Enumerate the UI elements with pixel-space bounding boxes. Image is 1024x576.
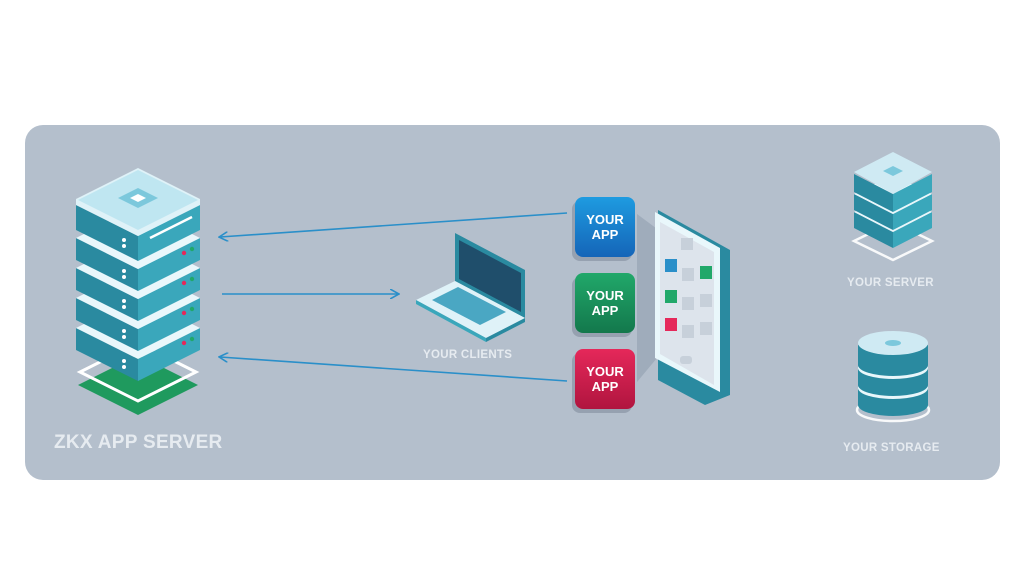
laptop-icon <box>416 233 525 342</box>
arrow-app1-to-server <box>220 212 568 237</box>
clients-label: YOUR CLIENTS <box>423 349 513 361</box>
app-badge-line2: APP <box>591 227 619 242</box>
server-base-green <box>78 355 198 415</box>
app-badge-line1: YOUR <box>586 288 624 303</box>
flow-arrows <box>220 212 568 382</box>
your-storage-icon <box>855 331 931 423</box>
arrow-app3-to-server <box>220 357 568 382</box>
your-server-icon <box>851 152 935 262</box>
main-server-icon <box>76 168 200 415</box>
main-server-label: ZKX APP SERVER <box>54 432 223 453</box>
app-badge-red: YOUR APP <box>575 349 635 409</box>
phone-icon <box>637 210 730 405</box>
app-badge-line1: YOUR <box>586 364 624 379</box>
app-badge-green: YOUR APP <box>575 273 635 333</box>
app-badge-line1: YOUR <box>586 212 624 227</box>
your-storage-label: YOUR STORAGE <box>843 442 940 454</box>
app-badge-blue: YOUR APP <box>575 197 635 257</box>
app-badge-line2: APP <box>591 303 619 318</box>
app-badge-line2: APP <box>591 379 619 394</box>
your-server-label: YOUR SERVER <box>847 277 934 289</box>
server-unit-1 <box>76 168 200 261</box>
